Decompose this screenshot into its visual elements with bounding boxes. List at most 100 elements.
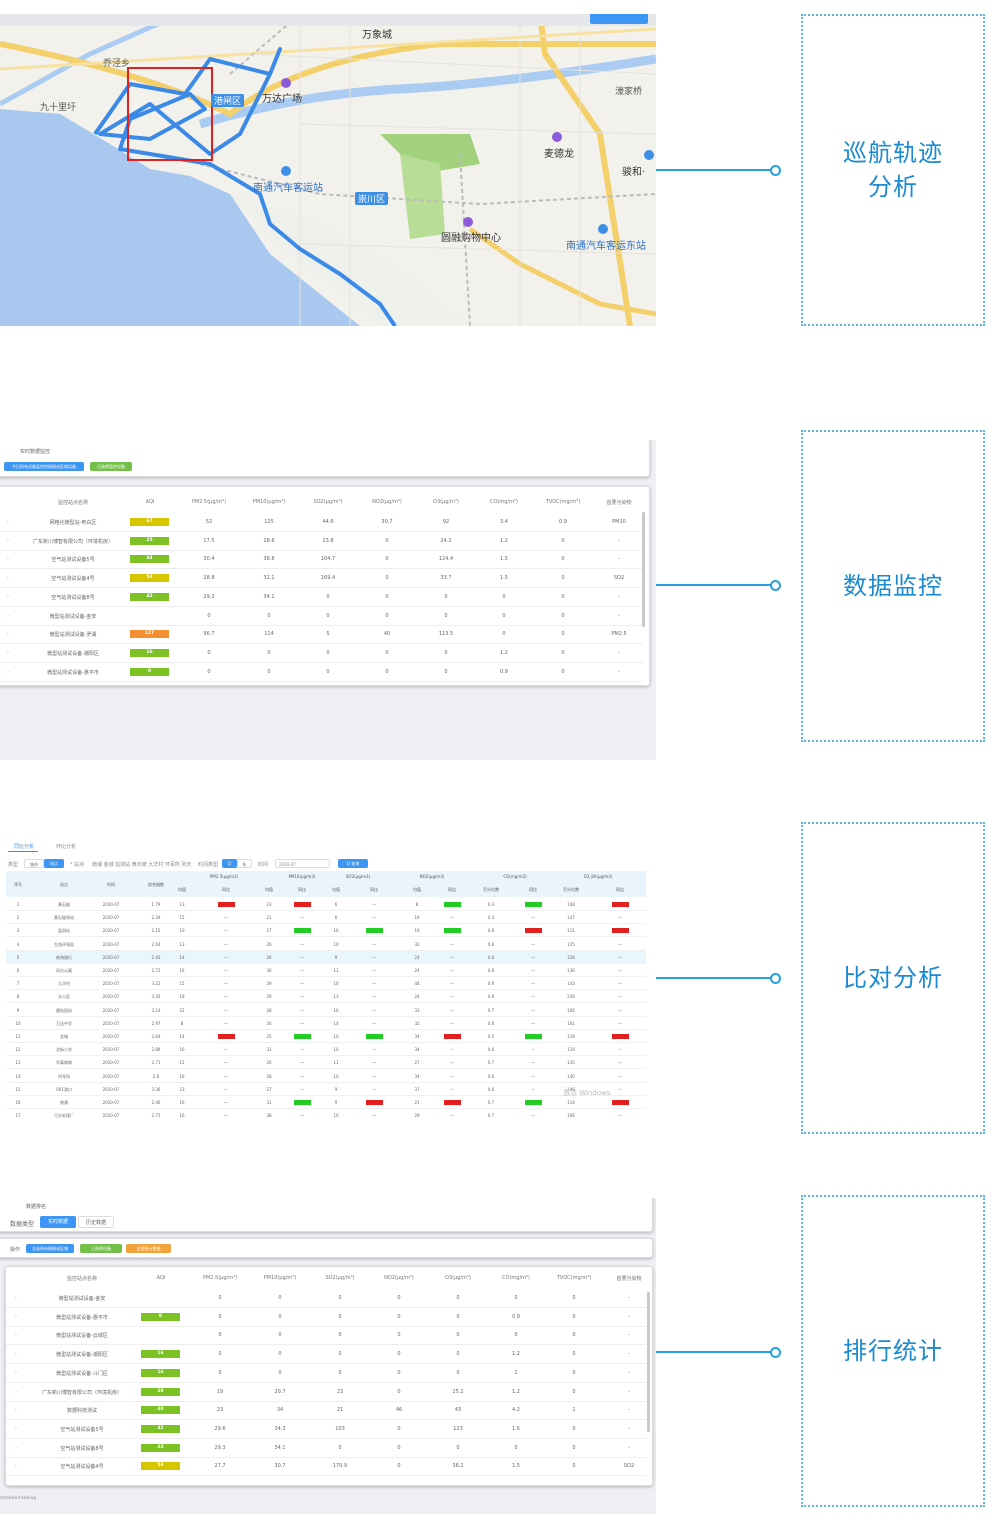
tab-history[interactable]: 历史数据: [78, 1216, 114, 1228]
select-all-grid-button[interactable]: 全选所有网格化区域: [26, 1244, 74, 1253]
column-header[interactable]: AQI: [145, 499, 155, 505]
filter-time-input[interactable]: 2020-07: [275, 859, 330, 868]
monitor-scrollbar[interactable]: [642, 512, 645, 627]
column-header[interactable]: PM10(μg/m³): [252, 499, 286, 505]
map-poi-icon[interactable]: [644, 150, 654, 160]
expand-chevron-icon[interactable]: ›: [7, 593, 9, 600]
monitor-selected-devices-button[interactable]: 已选择监控设备: [90, 462, 132, 471]
filter-type-city[interactable]: 城市: [24, 859, 44, 868]
column-header[interactable]: TVOC(mg/m³): [545, 499, 581, 505]
map-poi-icon[interactable]: [598, 224, 608, 234]
expand-chevron-icon[interactable]: ›: [15, 1295, 17, 1301]
column-header[interactable]: CO(mg/m³): [502, 1275, 530, 1281]
map-poi-icon[interactable]: [281, 166, 291, 176]
filter-site-select[interactable]: 南浦 金城 监测站 黄石坡 九华村 环军所 列天: [92, 862, 192, 868]
expand-chevron-icon[interactable]: ›: [7, 668, 9, 675]
expand-chevron-icon[interactable]: ›: [15, 1369, 17, 1376]
column-header[interactable]: PM2.5(μg/m³): [191, 499, 227, 505]
filter-time-month[interactable]: 月: [222, 859, 237, 868]
expand-chevron-icon[interactable]: ›: [7, 519, 9, 525]
filter-type-site[interactable]: 站点: [44, 859, 64, 868]
expand-chevron-icon[interactable]: ›: [7, 649, 9, 656]
expand-chevron-icon[interactable]: ›: [15, 1351, 17, 1358]
expand-chevron-icon[interactable]: ›: [15, 1388, 17, 1395]
tab-yoy[interactable]: 同比分析: [14, 844, 35, 850]
expand-chevron-icon[interactable]: ›: [15, 1313, 17, 1320]
map-canvas[interactable]: [0, 14, 656, 326]
map-poi-icon[interactable]: [463, 217, 473, 227]
expand-chevron-icon[interactable]: ›: [15, 1463, 17, 1470]
column-header[interactable]: CO(mg/m³): [490, 499, 518, 505]
map-poi-icon[interactable]: [552, 132, 562, 142]
expand-chevron-icon[interactable]: ›: [7, 537, 9, 544]
column-header[interactable]: PM2.5(μg/m³): [202, 1275, 238, 1281]
tab-realtime[interactable]: 实时数据: [40, 1216, 76, 1228]
map-poi-icon[interactable]: [281, 78, 291, 88]
expand-chevron-icon[interactable]: ›: [7, 612, 9, 619]
expand-chevron-icon[interactable]: ›: [7, 575, 9, 582]
expand-chevron-icon[interactable]: ›: [15, 1444, 17, 1451]
column-header[interactable]: AQI: [156, 1275, 166, 1281]
column-header[interactable]: TVOC(mg/m³): [556, 1275, 592, 1281]
column-header[interactable]: SO2(μg/m³): [313, 499, 343, 505]
map-toolbar-button[interactable]: [590, 14, 648, 24]
column-header[interactable]: 首要污染物: [616, 1276, 642, 1282]
column-header[interactable]: PM10(μg/m³): [263, 1275, 297, 1281]
column-header[interactable]: O3(μg/m³): [445, 1275, 471, 1281]
route-map[interactable]: 万象城 乔泾乡 九十里圩 万达广场 港闸区 崇川区 南通汽车客运站 南通汽车客运…: [0, 14, 656, 326]
ranking-scrollbar[interactable]: [647, 1292, 650, 1432]
expand-chevron-icon[interactable]: ›: [7, 631, 9, 638]
column-header[interactable]: NO2(μg/m³): [384, 1275, 414, 1281]
tab-mom[interactable]: 环比分析: [56, 844, 77, 850]
selected-devices-button[interactable]: 已选择设备: [80, 1244, 122, 1253]
column-header[interactable]: NO2(μg/m³): [372, 499, 402, 505]
expand-chevron-icon[interactable]: ›: [15, 1407, 17, 1414]
column-header[interactable]: O3(μg/m³): [433, 499, 459, 505]
expand-chevron-icon[interactable]: ›: [15, 1332, 17, 1339]
column-header[interactable]: SO2(μg/m³): [325, 1275, 355, 1281]
query-button[interactable]: Q 查询: [338, 859, 368, 868]
filter-time-year[interactable]: 年: [237, 859, 252, 868]
column-header[interactable]: 首要污染物: [606, 500, 632, 506]
monitor-grid-devices-button[interactable]: 今日所有设备监控的网格化区域设备: [4, 462, 84, 471]
expand-chevron-icon[interactable]: ›: [15, 1425, 17, 1432]
all-stats-button[interactable]: 全部统计数据: [126, 1244, 171, 1253]
expand-chevron-icon[interactable]: ›: [7, 556, 9, 563]
